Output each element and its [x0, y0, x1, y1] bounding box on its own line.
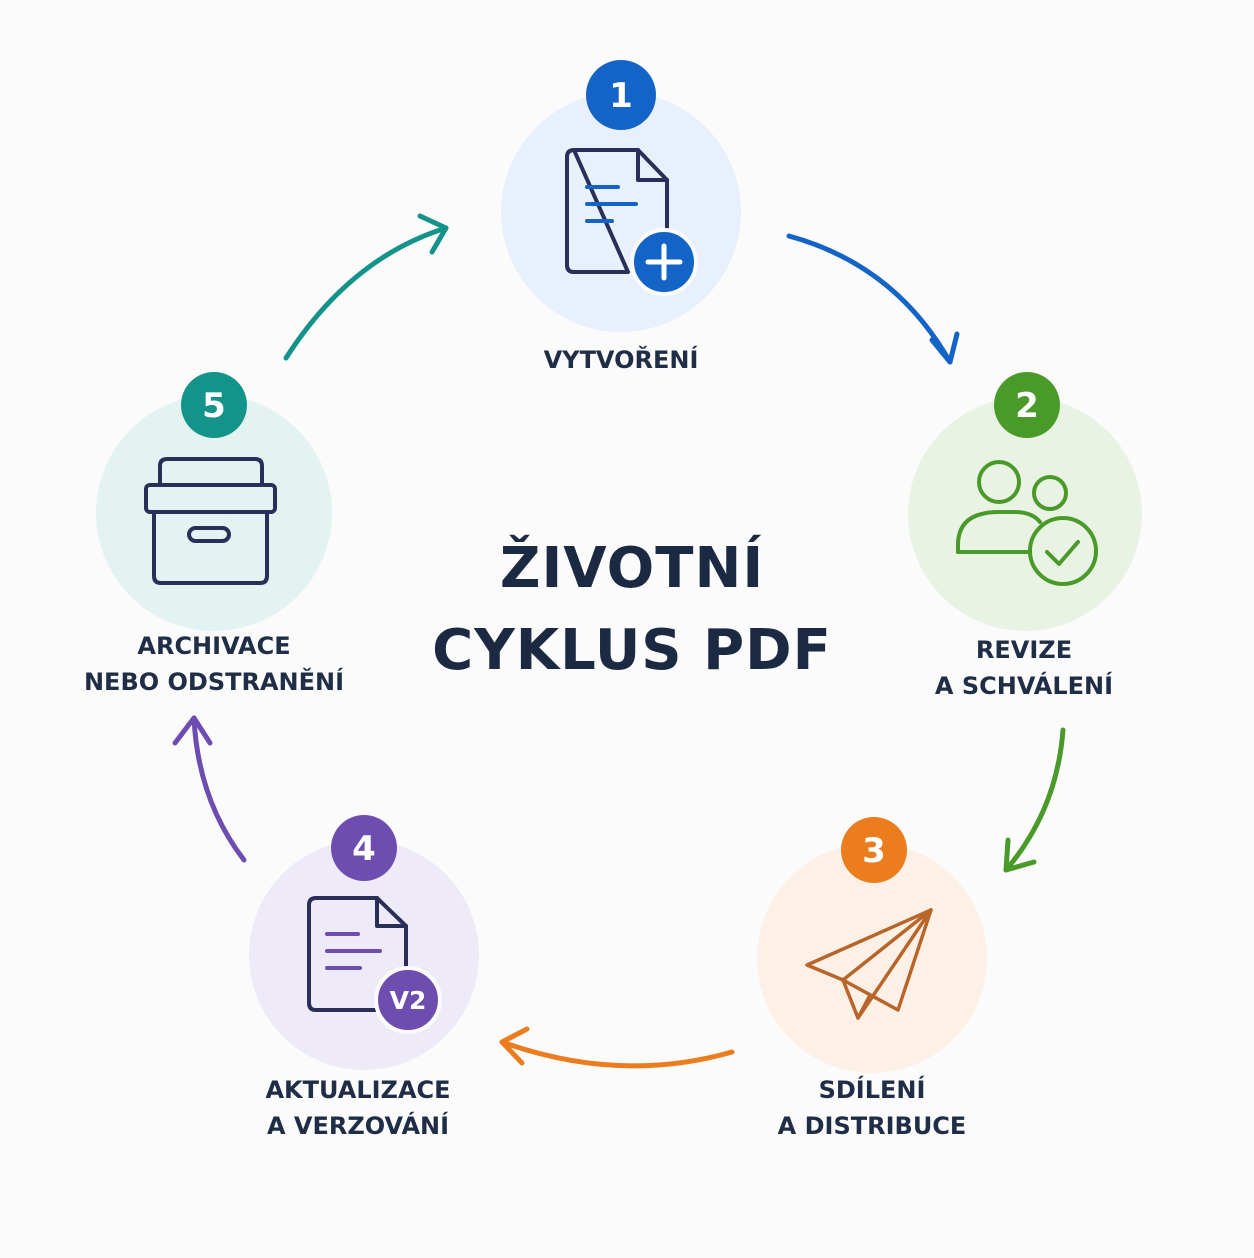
- version-badge-text: V2: [390, 986, 427, 1015]
- step-1-number: 1: [609, 76, 633, 116]
- step-1-badge: 1: [586, 60, 656, 130]
- step-5-badge: 5: [181, 372, 247, 438]
- step-4-badge: 4: [331, 815, 397, 881]
- step-2-label-line-1: REVIZE: [975, 636, 1073, 664]
- step-3-label: SDÍLENÍ A DISTRIBUCE: [722, 1072, 1022, 1144]
- step-4-label: AKTUALIZACE A VERZOVÁNÍ: [208, 1072, 508, 1144]
- step-1-label-line-1: VYTVOŘENÍ: [543, 346, 699, 374]
- step-3-badge: 3: [841, 817, 907, 883]
- arrow-3-to-4: [499, 1026, 735, 1069]
- title-line-1: ŽIVOTNÍ: [499, 536, 765, 601]
- step-5-label-line-1: ARCHIVACE: [137, 632, 291, 660]
- step-3-number: 3: [862, 831, 886, 871]
- title-line-2: CYKLUS PDF: [432, 618, 832, 683]
- arrow-1-to-2: [786, 233, 960, 365]
- step-4-label-line-2: A VERZOVÁNÍ: [266, 1112, 450, 1140]
- document-version-icon: [307, 896, 408, 1012]
- arrow-5-to-1: [283, 213, 449, 361]
- paper-plane-icon: [805, 908, 933, 1020]
- step-2-label: REVIZE A SCHVÁLENÍ: [874, 632, 1174, 704]
- step-4-number: 4: [352, 829, 376, 869]
- users-check-icon: [956, 460, 1098, 586]
- step-4-label-line-1: AKTUALIZACE: [265, 1076, 451, 1104]
- step-5-label-line-2: NEBO ODSTRANĚNÍ: [83, 668, 345, 696]
- step-3-label-line-1: SDÍLENÍ: [818, 1076, 926, 1104]
- arrow-2-to-3: [1003, 727, 1066, 873]
- version-badge: V2: [374, 966, 442, 1034]
- diagram-title: ŽIVOTNÍ CYKLUS PDF: [382, 528, 882, 692]
- step-2-badge: 2: [994, 372, 1060, 438]
- step-5-label: ARCHIVACE NEBO ODSTRANĚNÍ: [54, 628, 374, 700]
- step-1-label: VYTVOŘENÍ: [474, 342, 768, 378]
- step-3-label-line-2: A DISTRIBUCE: [777, 1112, 967, 1140]
- step-2-number: 2: [1015, 386, 1039, 426]
- step-5-number: 5: [202, 386, 226, 426]
- arrow-4-to-5: [172, 715, 247, 863]
- step-2-label-line-2: A SCHVÁLENÍ: [934, 672, 1114, 700]
- plus-icon: [630, 228, 698, 296]
- document-plus-icon: [565, 148, 669, 274]
- archive-box-icon: [144, 457, 277, 585]
